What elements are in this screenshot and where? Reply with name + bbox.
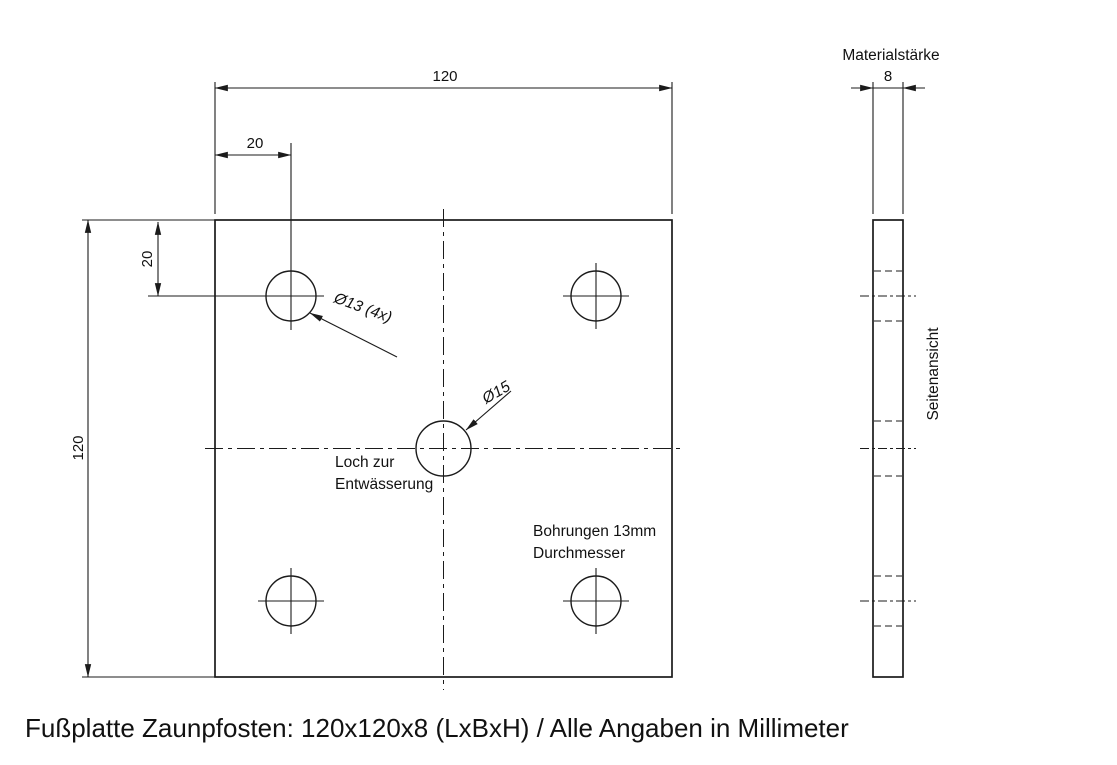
side-view-header: Materialstärke — [842, 47, 939, 64]
dimension-value: 20 — [247, 135, 264, 152]
note-line: Durchmesser — [533, 545, 625, 562]
side-view-centerlines — [860, 295, 916, 602]
dimension-value: 8 — [884, 68, 892, 85]
dimension-value: 120 — [70, 435, 87, 460]
dimension-value: 20 — [139, 251, 156, 268]
leader-line — [465, 390, 512, 431]
callout-center-hole: Ø15 — [465, 378, 514, 431]
plate-centerlines — [205, 209, 682, 690]
extension-lines — [82, 82, 673, 678]
callout-text: Ø13 (4x) — [331, 289, 394, 326]
front-view: 120 20 20 120 Ø13 (4x) Ø15 Loch z — [70, 68, 682, 690]
note-drain-hole: Loch zur Entwässerung — [335, 454, 433, 493]
drawing-caption: Fußplatte Zaunpfosten: 120x120x8 (LxBxH)… — [25, 713, 849, 743]
note-bore-holes: Bohrungen 13mm Durchmesser — [533, 523, 656, 562]
leader-line — [309, 312, 398, 358]
dimension-hole-offset-vertical: 20 — [139, 221, 162, 297]
hole-center-drain — [415, 420, 472, 477]
note-line: Loch zur — [335, 454, 394, 471]
dimension-width-top: 120 — [214, 68, 673, 92]
note-line: Bohrungen 13mm — [533, 523, 656, 540]
side-view-hidden-lines — [874, 270, 902, 627]
dimension-value: 120 — [432, 68, 457, 85]
dimension-thickness: 8 — [851, 68, 925, 92]
note-line: Entwässerung — [335, 476, 433, 493]
callout-corner-hole: Ø13 (4x) — [309, 289, 398, 358]
side-view: 8 Materialstärke Seitenansicht — [842, 47, 942, 678]
dimension-hole-offset-horizontal: 20 — [214, 135, 292, 159]
side-view-extension-lines — [872, 82, 904, 214]
hole-centermarks — [148, 143, 629, 634]
side-view-label: Seitenansicht — [925, 327, 942, 421]
dimension-height-left: 120 — [70, 219, 92, 678]
